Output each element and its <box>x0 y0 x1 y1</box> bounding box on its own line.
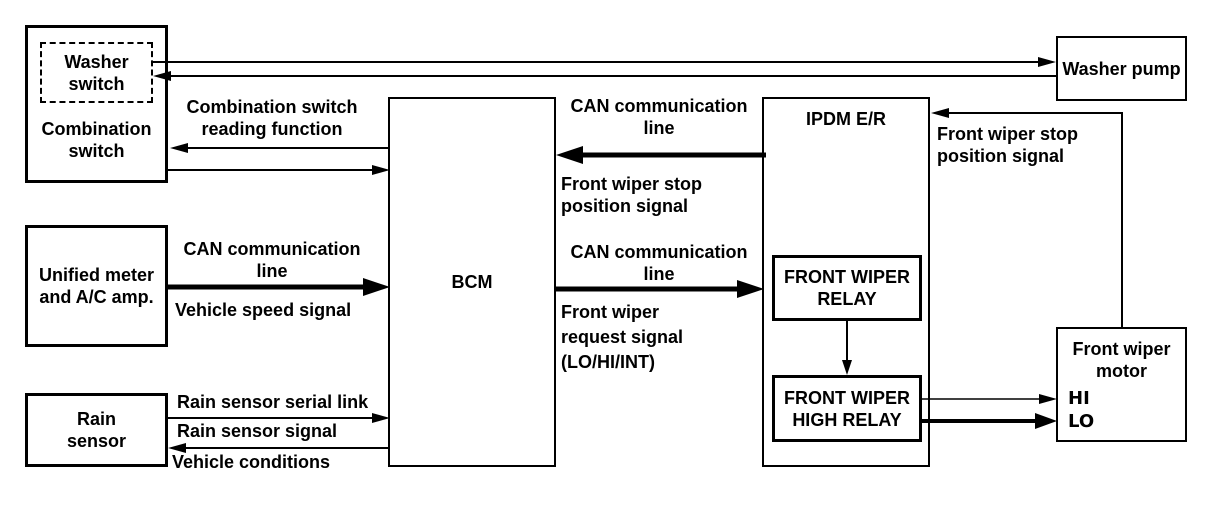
combination-switch-to-bcm-arrowhead <box>372 165 390 175</box>
washer-switch-to-pump-arrowhead <box>1038 57 1056 67</box>
vehicle-speed-label: Vehicle speed signal <box>175 300 352 320</box>
motor-to-ipdm-stop-signal-arrowhead <box>931 108 949 118</box>
front-wiper-relay-box: FRONT WIPER RELAY <box>772 255 922 321</box>
can-line-left-label: CAN communication line <box>183 239 361 281</box>
front-wiper-stop-mid-label: Front wiper stop position signal <box>561 174 702 216</box>
front-wiper-request-label: Front wiper request signal (LO/HI/INT) <box>561 302 684 372</box>
bcm-box: BCM <box>388 97 556 467</box>
high-relay-to-motor-lo-arrowhead <box>1035 413 1057 429</box>
rain-sensor-box: Rain sensor <box>25 393 168 467</box>
unified-meter-box: Unified meter and A/C amp. <box>25 225 168 347</box>
front-wiper-stop-right-label: Front wiper stop position signal <box>937 124 1078 166</box>
front-wiper-high-relay-label: FRONT WIPER HIGH RELAY <box>784 387 910 430</box>
motor-to-ipdm-stop-signal-line <box>948 112 1123 327</box>
motor-hi-terminal-label: HI <box>1068 388 1090 409</box>
bcm-to-rain-sensor-arrowhead <box>168 443 186 453</box>
front-wiper-motor-label: Front wiper motor <box>1072 339 1171 381</box>
ipdm-box: IPDM E/R FRONT WIPER RELAY FRONT WIPER H… <box>762 97 930 467</box>
washer-switch-label: Washer switch <box>64 51 129 94</box>
ipdm-label: IPDM E/R <box>805 109 886 129</box>
bcm-to-combination-switch-arrowhead <box>170 143 188 153</box>
rain-sensor-to-bcm-arrowhead <box>372 413 390 423</box>
combination-reading-label: Combination switch reading function <box>186 97 358 139</box>
washer-switch-box: Washer switch <box>40 42 153 103</box>
rain-serial-link-label: Rain sensor serial link <box>177 392 369 412</box>
rain-signal-label: Rain sensor signal <box>177 421 338 441</box>
bcm-to-ipdm-can-arrowhead <box>737 280 764 298</box>
ipdm-to-bcm-can-arrowhead <box>556 146 583 164</box>
rain-sensor-label: Rain sensor <box>66 409 127 451</box>
unified-meter-label: Unified meter and A/C amp. <box>38 265 155 307</box>
bcm-label: BCM <box>451 272 493 292</box>
motor-lo-terminal-label: LO <box>1068 411 1095 432</box>
high-relay-to-motor-hi-arrowhead <box>1039 394 1057 404</box>
front-wiper-high-relay-box: FRONT WIPER HIGH RELAY <box>772 375 922 442</box>
front-wiper-motor-box: Front wiper motor HI LO <box>1056 327 1187 442</box>
relay-to-high-relay-arrowhead <box>842 360 852 375</box>
front-wiper-relay-label: FRONT WIPER RELAY <box>784 267 910 309</box>
combination-switch-box: Washer switch Combination switch <box>25 25 168 183</box>
vehicle-conditions-label: Vehicle conditions <box>172 452 331 472</box>
combination-switch-label: Combination switch <box>41 119 152 161</box>
can-line-top-label: CAN communication line <box>570 96 748 138</box>
washer-pump-label: Washer pump <box>1062 58 1181 79</box>
washer-pump-box: Washer pump <box>1056 36 1187 101</box>
meter-to-bcm-can-arrowhead <box>363 278 390 296</box>
can-line-mid-label: CAN communication line <box>570 242 748 284</box>
